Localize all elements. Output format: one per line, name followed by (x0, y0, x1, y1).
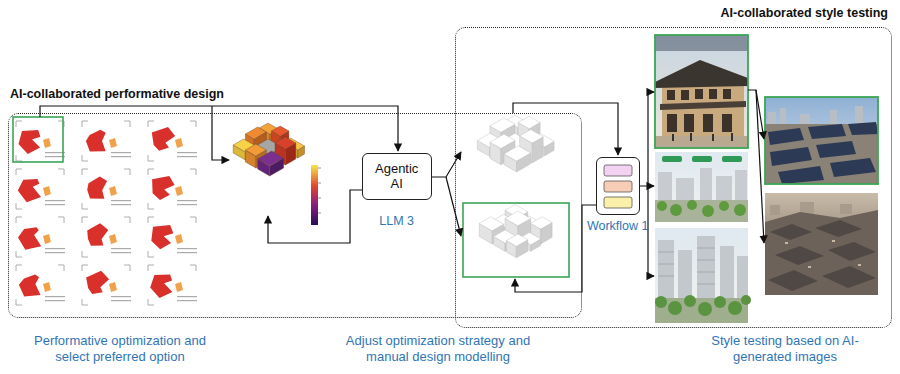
box-label: Agentic AI (371, 161, 423, 191)
model-label: Workflow 1 (587, 219, 649, 234)
stage-caption: Style testing based on AI-generated imag… (705, 333, 865, 365)
workflow-box: Workflow 1 (596, 157, 640, 215)
stage-caption: Adjust optimization strategy and manual … (343, 333, 533, 365)
region-heading: AI-collaborated style testing (456, 6, 891, 21)
dotted-region: AI-collaborated style testingWorkflow 1 (455, 27, 892, 328)
region-heading: AI-collaborated performative design (10, 87, 582, 102)
model-label: LLM 3 (379, 214, 414, 229)
stage-caption: Performative optimization and select pre… (30, 333, 210, 365)
agent-box: Agentic AILLM 3 (362, 153, 432, 200)
dotted-region: AI-collaborated performative designAgent… (8, 113, 582, 318)
